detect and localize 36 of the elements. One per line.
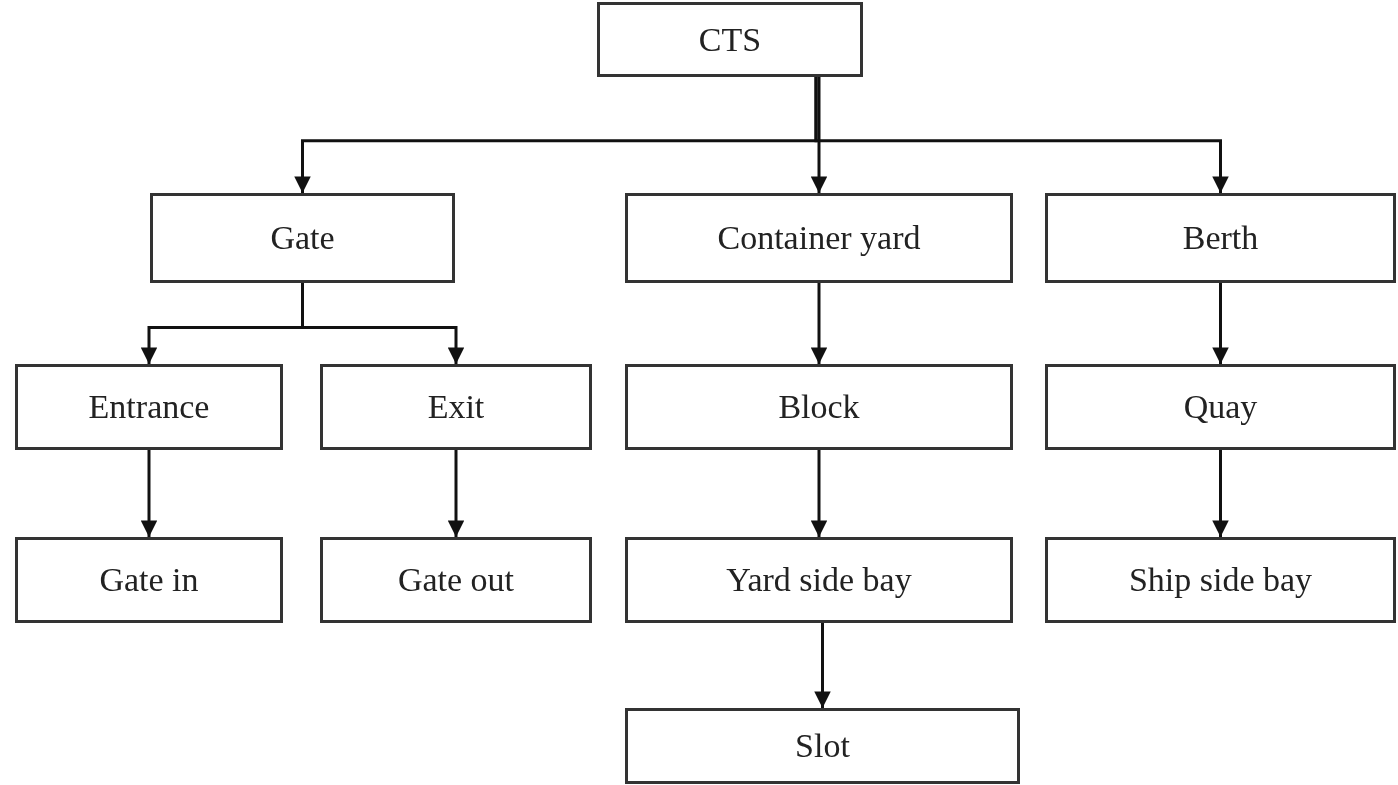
box-label: Exit: [427, 388, 485, 426]
box-label: Gate out: [397, 561, 515, 599]
box-label: Berth: [1182, 219, 1259, 257]
box-label: Slot: [795, 727, 850, 765]
box-label: Block: [778, 388, 860, 426]
box-label: Gate in: [99, 561, 199, 599]
tree-box: [1045, 537, 1396, 623]
arrow: [814, 623, 831, 708]
arrow: [810, 77, 828, 193]
tree-box: [1045, 193, 1396, 283]
tree-box: [625, 364, 1013, 450]
box-label: Container yard: [717, 219, 921, 257]
arrow: [447, 450, 465, 537]
arrow: [810, 283, 828, 364]
tree-box: [15, 537, 283, 623]
box-label: Quay: [1183, 388, 1258, 426]
arrow: [1212, 450, 1229, 537]
arrow: [301, 283, 465, 364]
arrow: [140, 450, 158, 537]
box-label: Gate: [270, 219, 335, 257]
box-label: Ship side bay: [1128, 561, 1313, 599]
tree-box: [320, 364, 592, 450]
box-label: Entrance: [88, 388, 210, 426]
tree-box: [625, 193, 1013, 283]
tree-box: [625, 537, 1013, 623]
tree-box: [150, 193, 455, 283]
arrow: [810, 450, 828, 537]
tree-box: [320, 537, 592, 623]
box-label: Yard side bay: [726, 561, 912, 599]
tree-box: [15, 364, 283, 450]
tree-box: [597, 2, 863, 77]
arrow: [1212, 283, 1229, 364]
tree-box: [625, 708, 1020, 784]
arrow: [814, 77, 1229, 193]
box-label: CTS: [698, 20, 762, 59]
tree-box: [1045, 364, 1396, 450]
